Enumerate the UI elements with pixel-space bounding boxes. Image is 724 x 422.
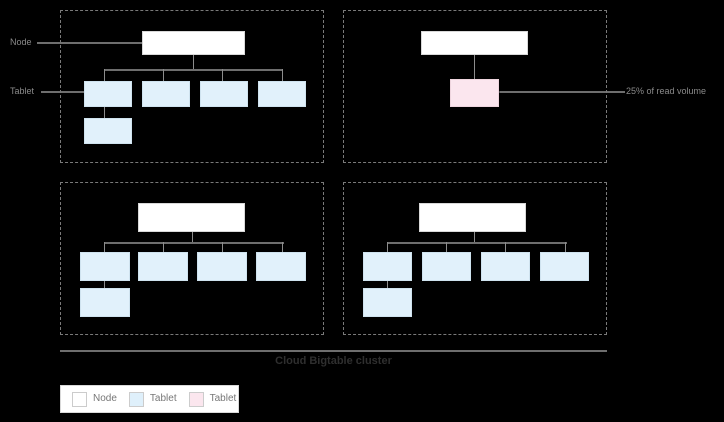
caption-divider <box>60 350 607 352</box>
tablet-box <box>200 81 248 107</box>
connector-bus <box>387 242 567 244</box>
connector-drop <box>104 69 105 81</box>
tablet-box <box>540 252 589 281</box>
connector-node-stem <box>192 232 193 243</box>
node-box <box>142 31 245 55</box>
connector-drop <box>282 69 283 81</box>
tablet-box <box>84 81 132 107</box>
legend-item-node: Node <box>72 391 117 407</box>
annotation-label-tablet: Tablet <box>10 86 35 96</box>
annotation-label-node: Node <box>10 37 32 47</box>
legend-item-tablet: Tablet <box>128 391 177 407</box>
connector-node-stem <box>474 232 475 243</box>
tablet-box <box>80 252 130 281</box>
node-box <box>419 203 526 232</box>
tablet-box <box>80 288 130 317</box>
cluster-node-group-top-left <box>60 10 324 163</box>
annotation-leader-tablet <box>41 91 86 93</box>
tablet-box <box>363 288 412 317</box>
node-box <box>138 203 245 232</box>
connector-drop <box>387 242 388 253</box>
cluster-node-group-bottom-right <box>343 182 607 335</box>
connector-drop <box>104 242 105 253</box>
tablet-box <box>422 252 471 281</box>
tablet-box <box>138 252 188 281</box>
tablet-box <box>481 252 530 281</box>
connector-node-stem <box>474 55 475 79</box>
tablet-box <box>258 81 306 107</box>
connector-drop <box>446 242 447 253</box>
annotation-leader-read-volume <box>497 91 625 93</box>
annotation-label-read-volume: 25% of read volume <box>626 86 707 96</box>
legend: Node Tablet Tablet <box>60 385 239 413</box>
connector-drop <box>104 281 105 291</box>
pink-square-icon <box>188 391 204 407</box>
blue-square-icon <box>128 391 144 407</box>
connector-drop <box>104 107 105 118</box>
tablet-box <box>256 252 306 281</box>
connector-node-stem <box>193 55 194 70</box>
annotation-leader-node <box>37 42 143 44</box>
cluster-node-group-bottom-left <box>60 182 324 335</box>
connector-drop <box>163 242 164 253</box>
legend-item-label: Node <box>93 393 117 404</box>
connector-drop <box>163 69 164 81</box>
tablet-box <box>142 81 190 107</box>
tablet-box <box>197 252 247 281</box>
cluster-node-group-top-right <box>343 10 607 163</box>
tablet-box <box>84 118 132 144</box>
tablet-box <box>363 252 412 281</box>
cluster-caption: Cloud Bigtable cluster <box>275 355 392 367</box>
connector-drop <box>505 242 506 253</box>
connector-drop <box>565 242 566 253</box>
connector-drop <box>387 281 388 291</box>
tablet-hot-box <box>450 79 499 107</box>
legend-item-tablet-hot: Tablet <box>188 391 237 407</box>
connector-drop <box>222 242 223 253</box>
legend-item-label: Tablet <box>209 393 237 404</box>
connector-bus <box>104 242 284 244</box>
node-box <box>421 31 528 55</box>
legend-item-label: Tablet <box>149 393 177 404</box>
connector-drop <box>222 69 223 81</box>
connector-bus <box>104 69 283 71</box>
connector-drop <box>282 242 283 253</box>
white-square-icon <box>72 391 87 407</box>
